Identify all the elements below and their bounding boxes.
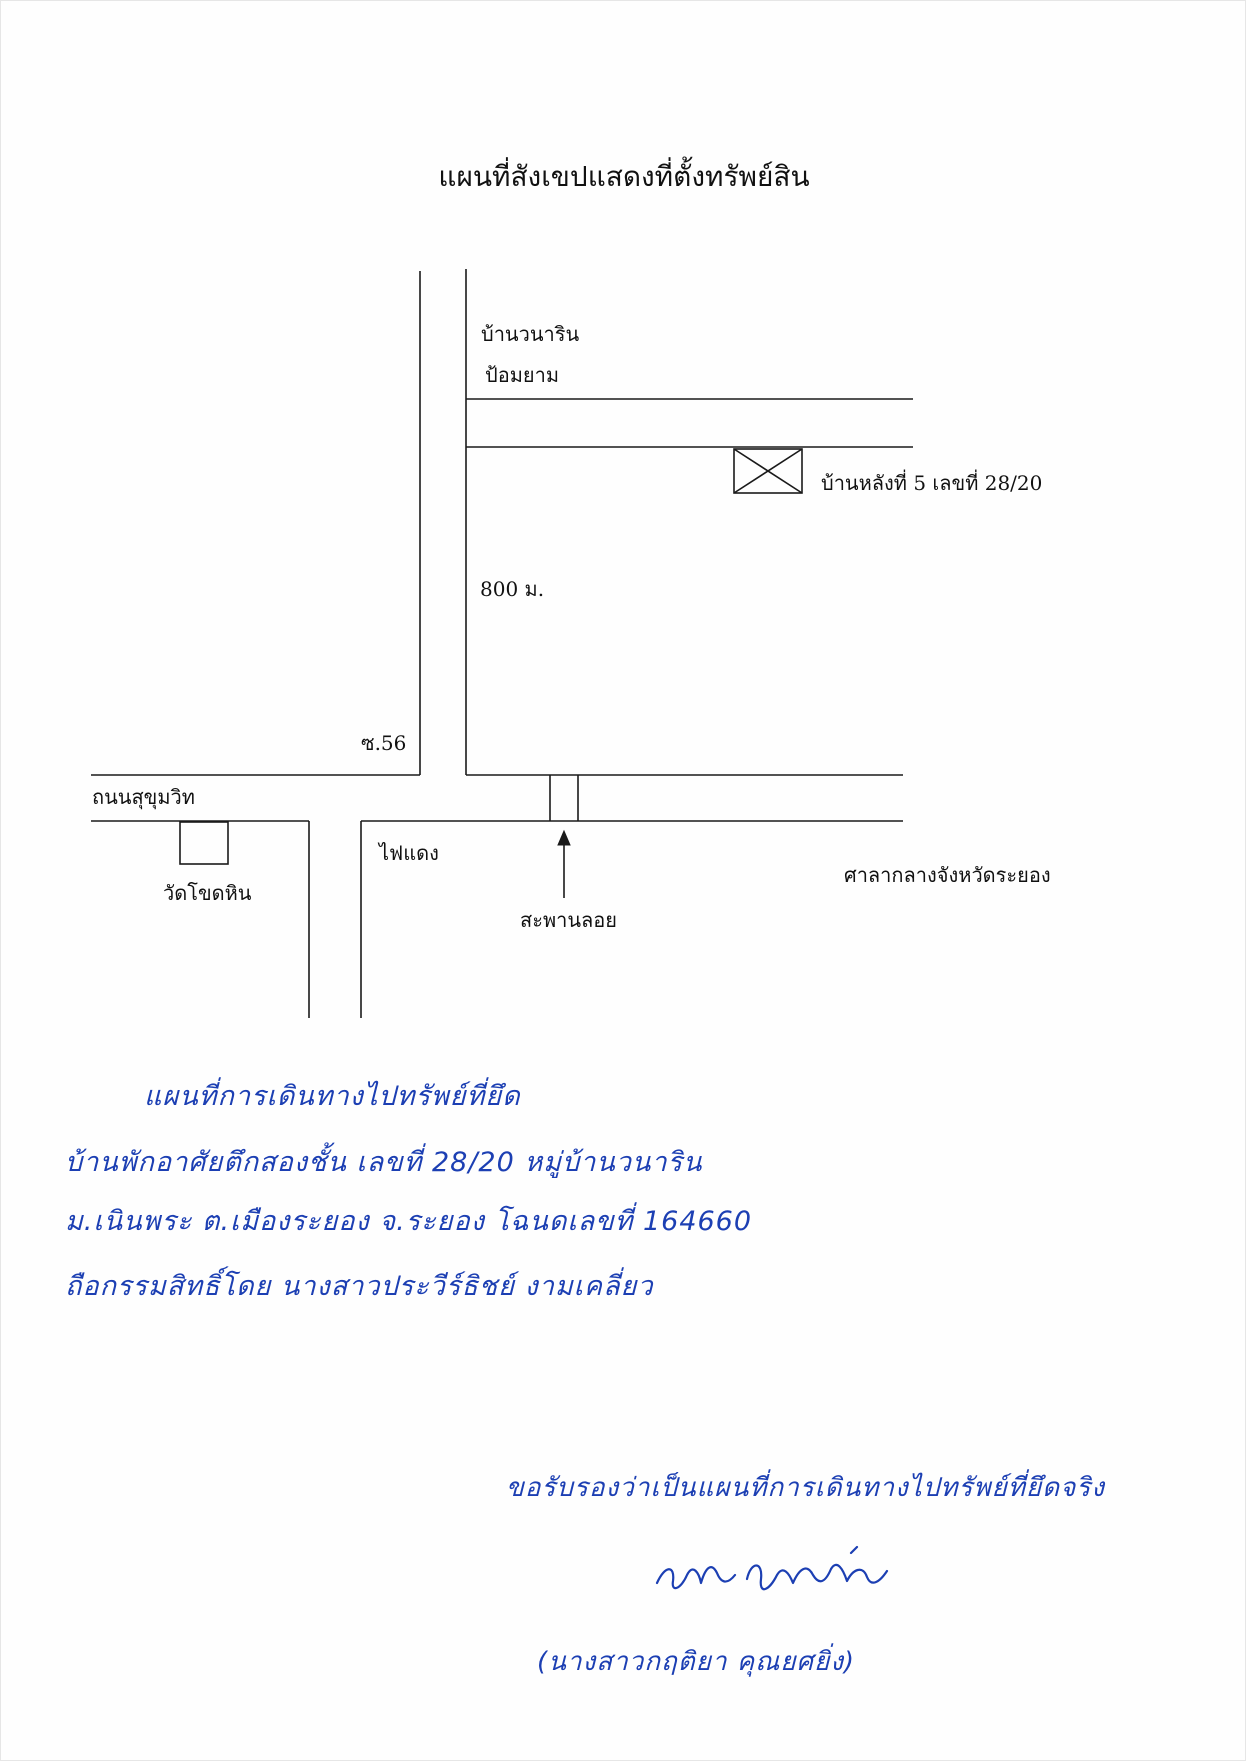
handwritten-line-1: แผนที่การเดินทางไปทรัพย์ที่ยึด	[144, 1081, 521, 1112]
provincial-hall-label: ศาลากลางจังหวัดระยอง	[844, 863, 1051, 887]
map-title: แผนที่สังเขปแสดงที่ตั้งทรัพย์สิน	[438, 160, 810, 193]
distance-label: 800 ม.	[480, 577, 545, 601]
temple-label: วัดโขดหิน	[163, 881, 252, 905]
ban-wanarin-label: บ้านวนาริน	[481, 322, 580, 346]
handwritten-line-4: ถือกรรมสิทธิ์โดย นางสาวประวีร์ธิชย์ งามเ…	[65, 1271, 654, 1302]
handwritten-signature	[655, 1545, 889, 1591]
certification-text: ขอรับรองว่าเป็นแผนที่การเดินทางไปทรัพย์ท…	[506, 1473, 1105, 1503]
house-marker	[733, 448, 803, 494]
house-label: บ้านหลังที่ 5 เลขที่ 28/20	[821, 471, 1043, 495]
handwritten-line-3: ม.เนินพระ ต.เมืองระยอง จ.ระยอง โฉนดเลขที…	[65, 1206, 753, 1237]
guard-post-label: ป้อมยาม	[485, 363, 560, 387]
signature-name: (นางสาวกฤติยา คุณยศยิ่ง)	[537, 1647, 856, 1677]
traffic-light-label: ไฟแดง	[379, 841, 439, 865]
handwritten-line-2: บ้านพักอาศัยตึกสองชั้น เลขที่ 28/20 หมู่…	[65, 1147, 703, 1178]
house-marker-cross-b	[733, 448, 803, 494]
main-road-label: ถนนสุขุมวิท	[92, 785, 195, 809]
floating-bridge-label: สะพานลอย	[520, 908, 618, 932]
temple-marker	[179, 821, 229, 865]
soi-label: ซ.56	[361, 731, 407, 755]
bridge-arrow-head	[557, 829, 571, 846]
